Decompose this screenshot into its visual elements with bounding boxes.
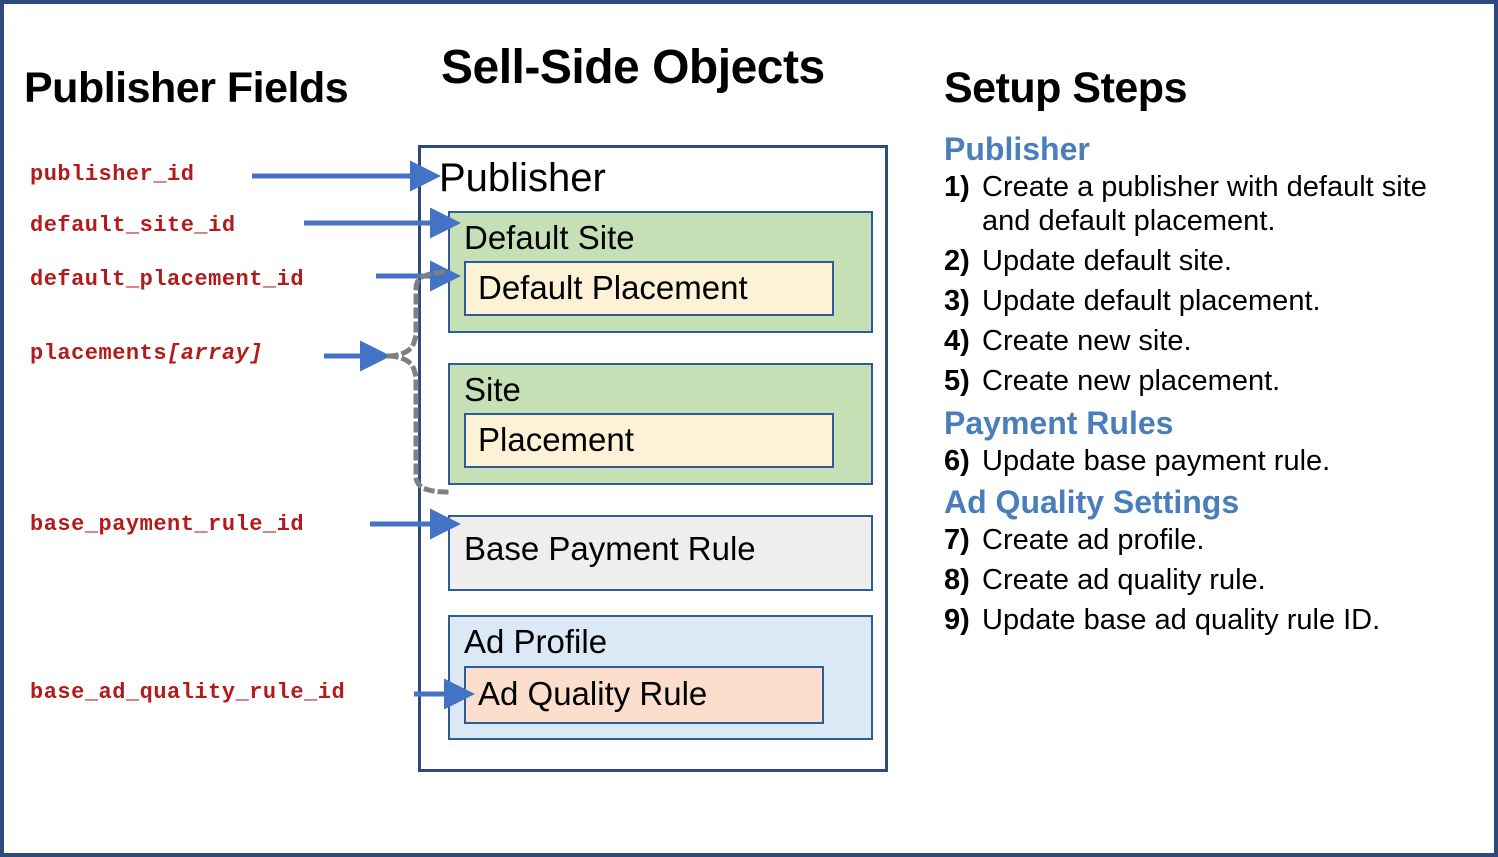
step-item: 3) Update default placement. (944, 285, 1474, 319)
field-label-default-site-id: default_site_id (30, 213, 236, 238)
setup-steps-title: Setup Steps (944, 64, 1188, 112)
step-text: Update base payment rule. (982, 444, 1331, 477)
field-name-text: publisher_id (30, 162, 195, 187)
ad-profile-label: Ad Profile (464, 623, 608, 660)
step-item: 8) Create ad quality rule. (944, 564, 1474, 598)
step-number: 9) (944, 604, 970, 637)
field-label-base-payment-rule-id: base_payment_rule_id (30, 512, 304, 537)
step-item: 5) Create new placement. (944, 365, 1474, 399)
step-number: 3) (944, 284, 970, 317)
publisher-fields-title: Publisher Fields (24, 64, 349, 112)
step-item: 4) Create new site. (944, 325, 1474, 359)
ad-quality-rule-label: Ad Quality Rule (478, 675, 708, 712)
field-label-publisher-id: publisher_id (30, 162, 194, 187)
field-name-text: default_site_id (30, 213, 236, 238)
section-header-publisher: Publisher (944, 131, 1090, 167)
step-item: 1) Create a publisher with default site a… (944, 171, 1474, 239)
sell-side-objects-container: Publisher Default Site Default Placement… (418, 145, 888, 772)
base-payment-rule-box: Base Payment Rule (448, 515, 873, 591)
field-name-text: base_ad_quality_rule_id (30, 680, 346, 705)
field-label-default-placement-id: default_placement_id (30, 267, 304, 292)
step-number: 5) (944, 364, 970, 397)
sell-side-objects-title: Sell-Side Objects (441, 41, 825, 94)
field-name-text: default_placement_id (30, 267, 305, 292)
step-number: 6) (944, 444, 970, 477)
step-text: Create a publisher with default site and… (982, 171, 1427, 237)
section-header-payment-rules: Payment Rules (944, 404, 1174, 441)
step-text: Create ad quality rule. (982, 564, 1266, 597)
step-text: Update base ad quality rule ID. (982, 604, 1381, 637)
publisher-object-label: Publisher (439, 156, 606, 200)
default-site-label: Default Site (464, 219, 635, 256)
step-item: 2) Update default site. (944, 245, 1474, 279)
site-label: Site (464, 371, 521, 408)
base-payment-rule-label: Base Payment Rule (464, 530, 756, 567)
step-item: 7) Create ad profile. (944, 524, 1474, 558)
ad-profile-box: Ad Profile Ad Quality Rule (448, 615, 873, 740)
step-text: Update default site. (982, 244, 1232, 277)
step-number: 1) (944, 171, 970, 203)
placement-label: Placement (478, 421, 634, 458)
step-number: 4) (944, 324, 970, 357)
field-label-placements-array: placements[array] (30, 341, 263, 366)
field-label-base-ad-quality-rule-id: base_ad_quality_rule_id (30, 680, 345, 705)
default-placement-label: Default Placement (478, 269, 748, 306)
step-number: 7) (944, 524, 970, 557)
default-site-box: Default Site Default Placement (448, 211, 873, 333)
step-item: 9) Update base ad quality rule ID. (944, 604, 1474, 638)
step-text: Create new site. (982, 324, 1192, 357)
ad-quality-rule-box: Ad Quality Rule (464, 666, 824, 724)
field-name-text: base_payment_rule_id (30, 512, 305, 537)
default-placement-box: Default Placement (464, 261, 834, 316)
placement-box: Placement (464, 413, 834, 468)
section-header-ad-quality-settings: Ad Quality Settings (944, 484, 1240, 521)
field-array-suffix: [array] (167, 341, 263, 366)
step-text: Create ad profile. (982, 524, 1205, 557)
site-box: Site Placement (448, 363, 873, 485)
step-text: Update default placement. (982, 284, 1321, 317)
step-item: 6) Update base payment rule. (944, 445, 1474, 479)
step-number: 8) (944, 564, 970, 597)
step-number: 2) (944, 244, 970, 277)
field-name-text: placements (30, 341, 168, 366)
setup-steps-list: Publisher 1) Create a publisher with defa… (944, 131, 1474, 644)
step-text: Create new placement. (982, 364, 1281, 397)
